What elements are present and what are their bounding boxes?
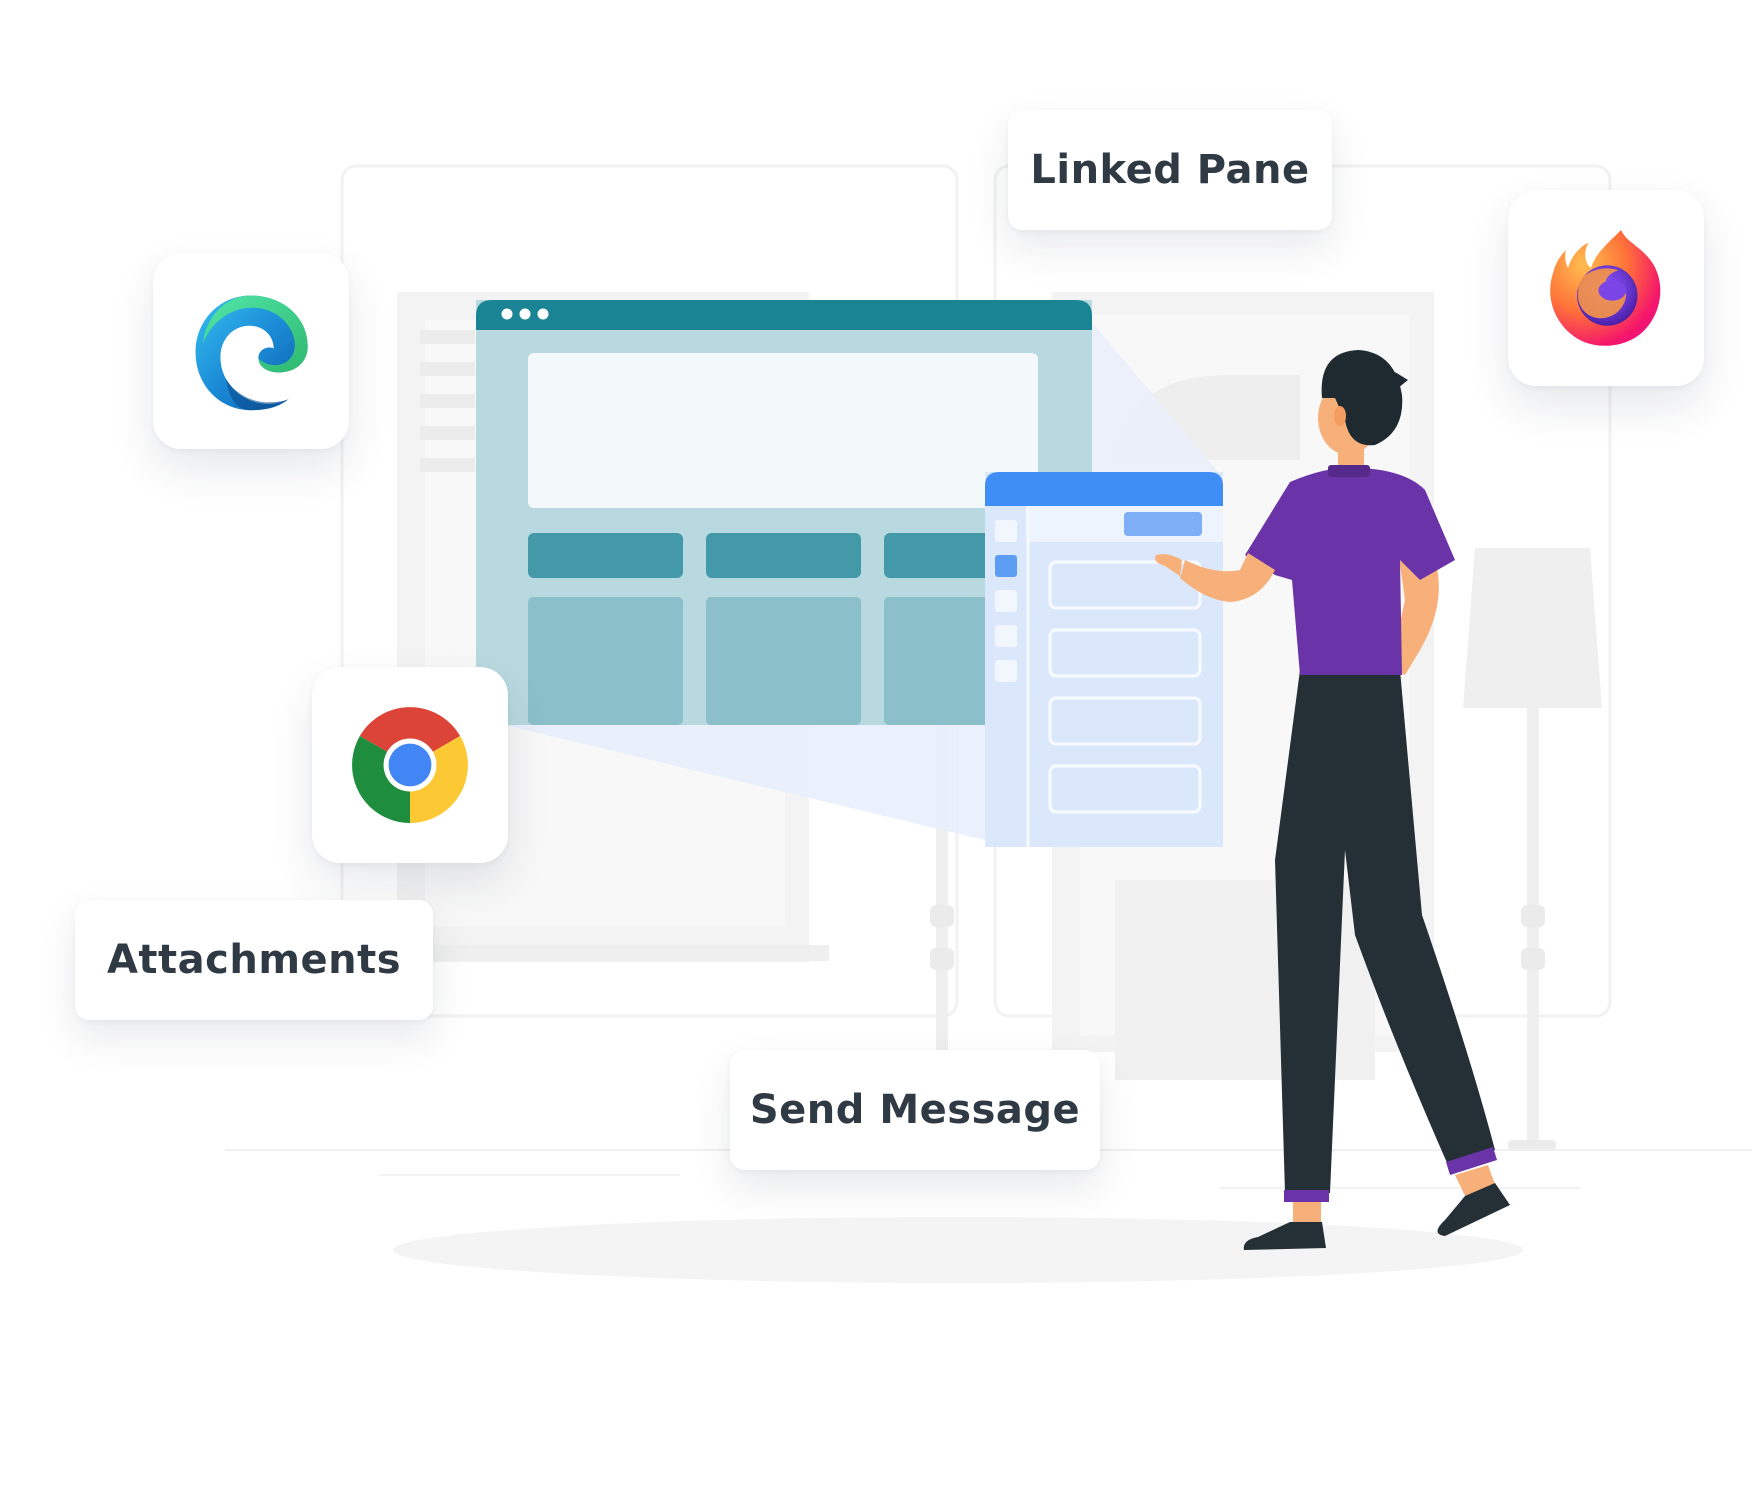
pane-header-button bbox=[1124, 512, 1202, 536]
hero-block bbox=[528, 353, 1038, 508]
content-block bbox=[528, 597, 683, 725]
person-hair bbox=[1321, 350, 1403, 446]
floor-shadow bbox=[393, 1217, 1523, 1283]
window-dot bbox=[501, 308, 513, 320]
attachments-label: Attachments bbox=[75, 900, 433, 1020]
firefox-browser-icon bbox=[1550, 230, 1661, 346]
chrome-icon-card bbox=[312, 667, 508, 863]
edge-browser-icon bbox=[195, 295, 308, 411]
person-pants bbox=[1275, 670, 1495, 1193]
window-dot bbox=[537, 308, 549, 320]
firefox-icon-card bbox=[1508, 190, 1704, 386]
nav-block bbox=[706, 533, 861, 578]
pane-list-item bbox=[1048, 696, 1202, 746]
nav-block bbox=[528, 533, 683, 578]
projection-beam-lower bbox=[505, 725, 985, 840]
person-shirt bbox=[1245, 467, 1455, 675]
content-block bbox=[706, 597, 861, 725]
send-message-label: Send Message bbox=[730, 1050, 1100, 1170]
person-figure bbox=[1155, 350, 1510, 1250]
pane-list-item bbox=[1048, 764, 1202, 814]
linked-pane-window bbox=[985, 472, 1223, 847]
projection-beam-upper bbox=[1090, 320, 1225, 480]
edge-icon-card bbox=[153, 253, 349, 449]
person-shoe bbox=[1243, 1222, 1326, 1250]
chrome-browser-icon bbox=[352, 707, 468, 823]
person-shoe bbox=[1437, 1183, 1510, 1236]
pane-list-item bbox=[1048, 628, 1202, 678]
linked-pane-label: Linked Pane bbox=[1008, 110, 1332, 230]
floor-lamp-shade bbox=[1463, 548, 1602, 708]
main-browser-window bbox=[476, 300, 1092, 725]
window-dot bbox=[519, 308, 531, 320]
